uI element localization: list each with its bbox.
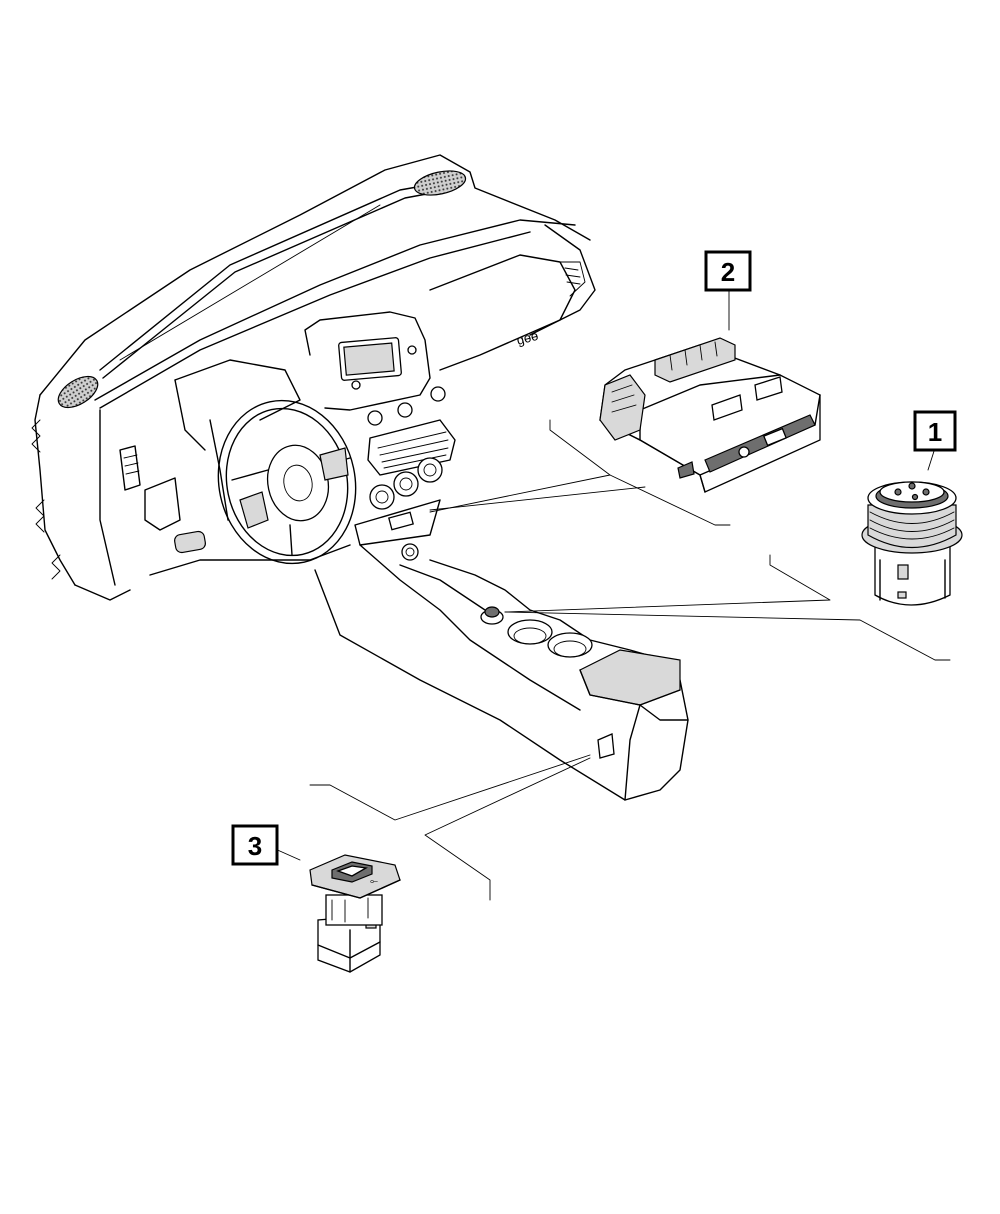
- usb-symbol-icon: ⟜: [370, 876, 378, 887]
- part-2-usb-module: [599, 337, 821, 493]
- badge-500-emblem: ɡɵɵ: [515, 328, 540, 348]
- callout-2-label: 2: [721, 257, 735, 287]
- part-3-usb-port: ⟜: [309, 854, 401, 973]
- cupholder-front: [507, 619, 553, 645]
- leader-lines: [272, 289, 951, 901]
- callout-3: 3: [231, 824, 279, 866]
- left-speaker-grille: [57, 375, 99, 409]
- callout-1-label: 1: [928, 417, 942, 447]
- callout-1: 1: [913, 410, 957, 452]
- right-speaker-grille: [413, 170, 467, 196]
- part-1-rotary-switch: [861, 481, 963, 606]
- center-console-illustration: [314, 543, 689, 801]
- dashboard-illustration: ɡɵɵ: [31, 154, 596, 601]
- cupholder-rear: [547, 632, 593, 658]
- steering-wheel: [217, 399, 357, 565]
- callout-2: 2: [704, 250, 752, 292]
- callout-3-label: 3: [248, 831, 262, 861]
